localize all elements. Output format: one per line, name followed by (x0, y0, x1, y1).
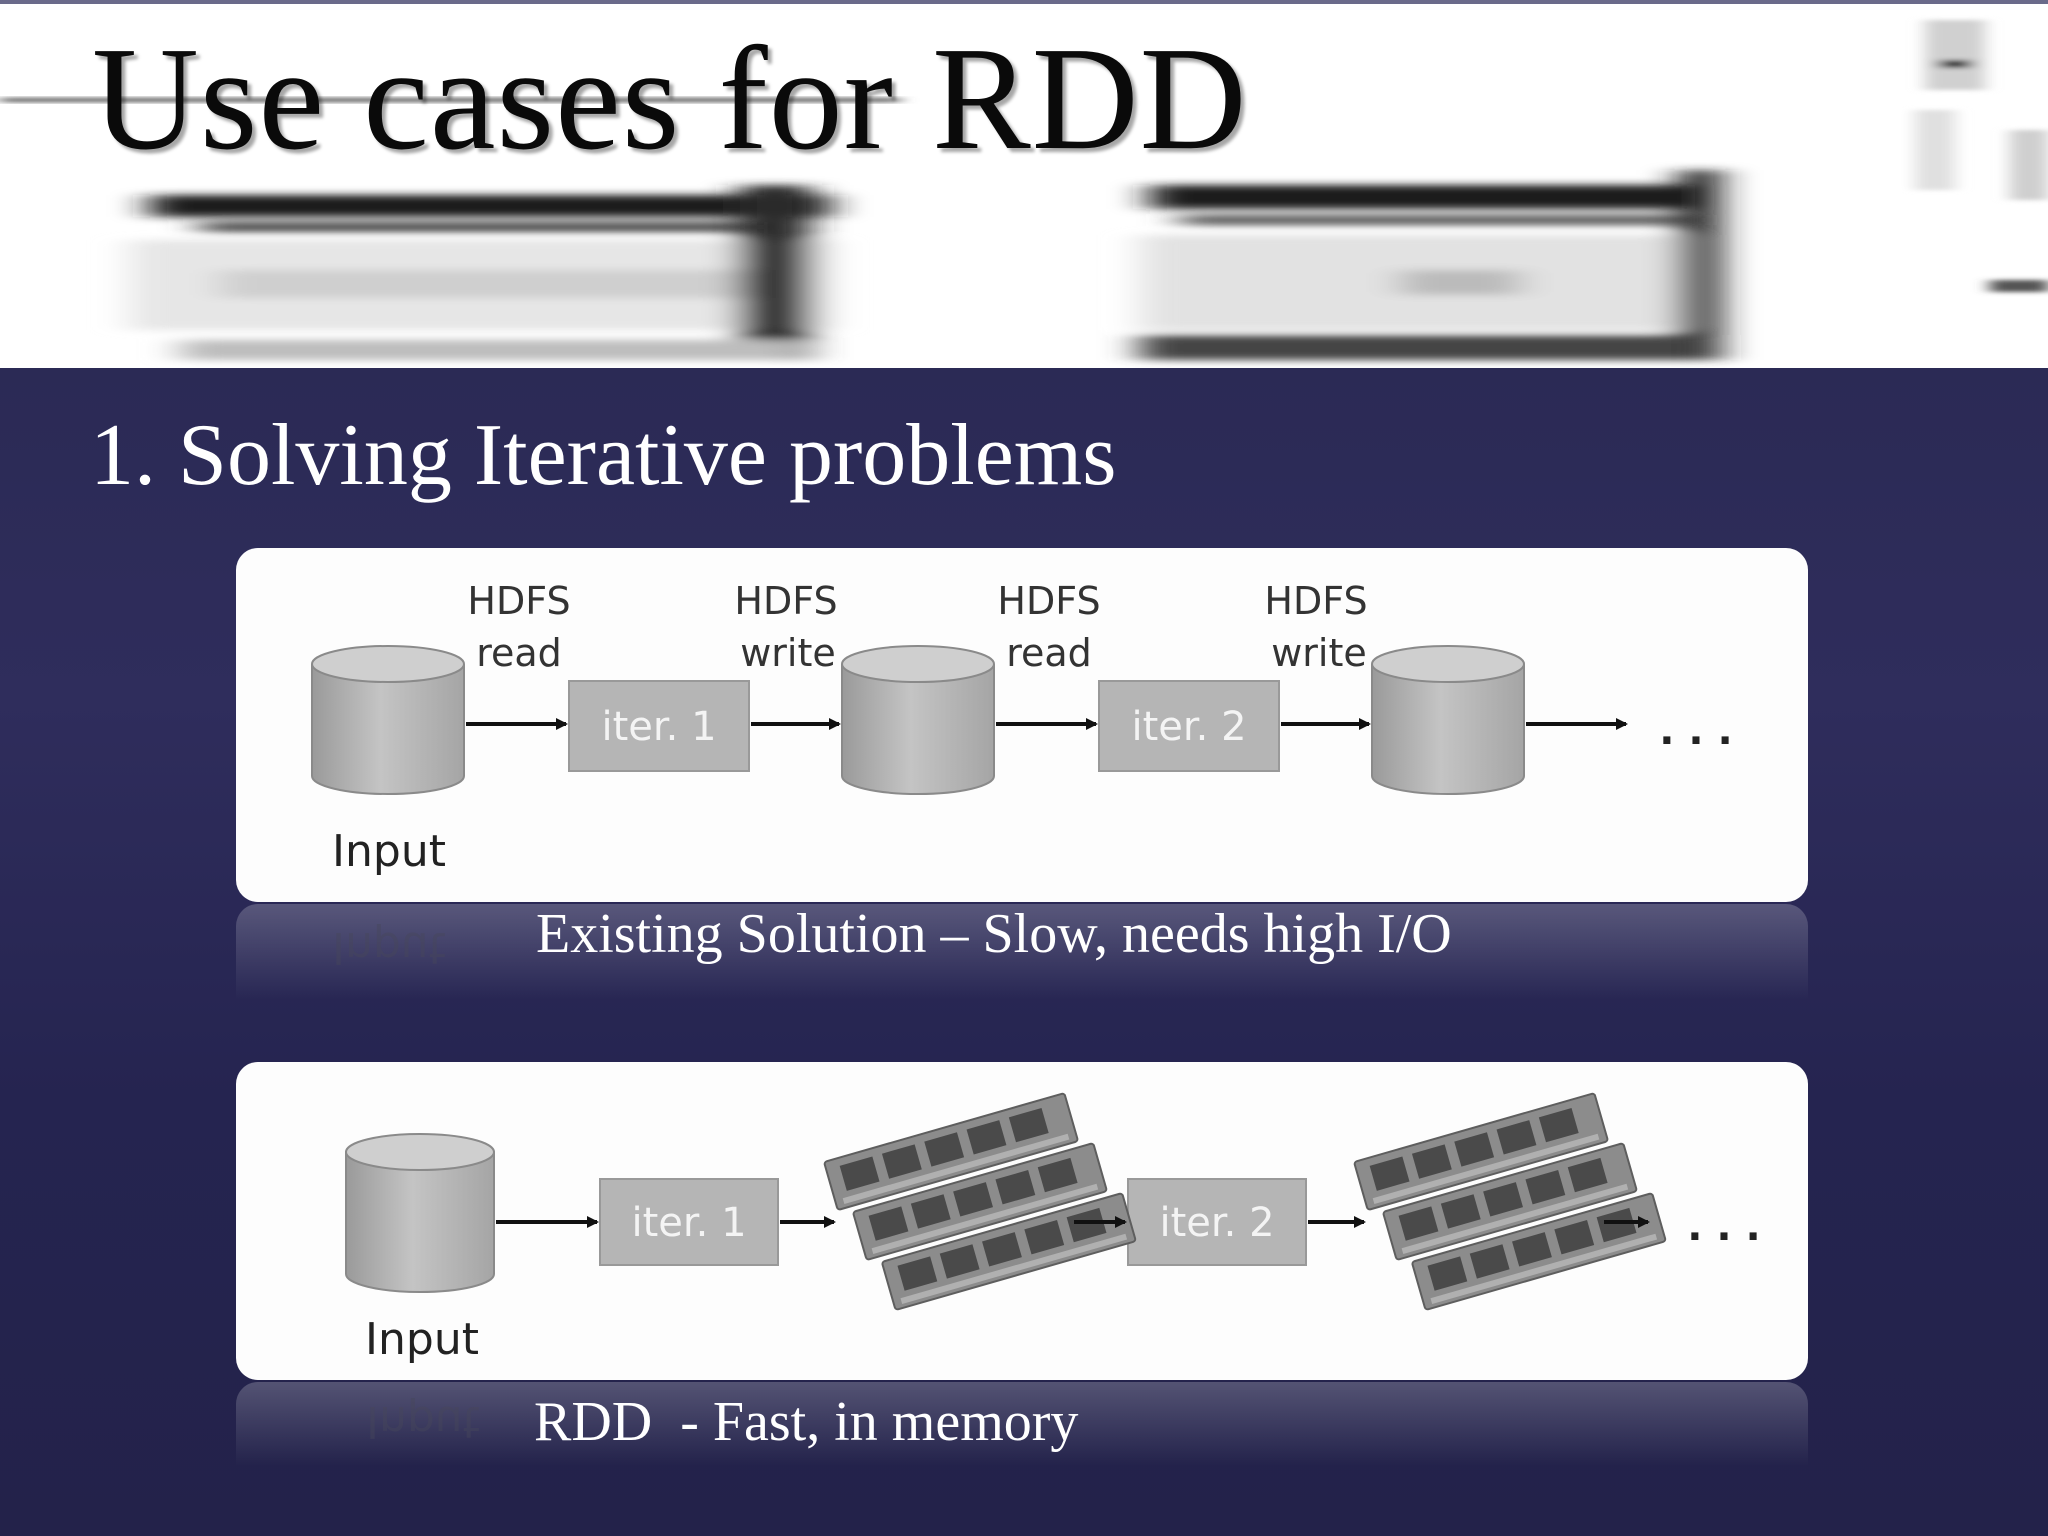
hdfs-read-2-label: HDFS (997, 579, 1100, 623)
existing-solution-diagram: iter. 1 iter. 2 . . . HDFS read HDFS wri… (236, 548, 1808, 902)
bottom-panel-reflection: Input (236, 1382, 1808, 1466)
hdfs-read-1-sub: read (476, 631, 562, 675)
rdd-caption: RDD - Fast, in memory (534, 1391, 1079, 1453)
iter-1-box (568, 680, 750, 772)
database-cylinder-icon (311, 645, 465, 795)
input-label-reflection: Input (332, 922, 446, 973)
hdfs-write-2-label: HDFS (1264, 579, 1367, 623)
database-cylinder-icon (1371, 645, 1525, 795)
iter-2-box (1127, 1178, 1307, 1266)
existing-solution-caption: Existing Solution – Slow, needs high I/O (536, 903, 1452, 965)
ellipsis: . . . (1659, 708, 1732, 754)
slide-title: Use cases for RDD (92, 17, 1248, 181)
header-streak-art (0, 20, 2048, 360)
memory-module-icon (1353, 1092, 1667, 1312)
memory-module-icon (823, 1092, 1137, 1312)
input-label-reflection: Input (366, 1396, 480, 1447)
hdfs-write-1-sub: write (740, 631, 836, 675)
hdfs-write-2-sub: write (1271, 631, 1367, 675)
iter-2-box (1098, 680, 1280, 772)
database-cylinder-icon (345, 1133, 495, 1293)
iter-1-box (599, 1178, 779, 1266)
top-panel-reflection: Input (236, 904, 1808, 1000)
iter-1-label: iter. 1 (631, 1200, 746, 1246)
header-top-line (0, 0, 2048, 4)
input-label: Input (365, 1314, 479, 1365)
database-cylinder-icon (841, 645, 995, 795)
iter-2-label: iter. 2 (1131, 704, 1246, 750)
ellipsis: . . . (1687, 1204, 1760, 1250)
iter-2-label: iter. 2 (1159, 1200, 1274, 1246)
input-label: Input (332, 826, 446, 877)
header-band: Use cases for RDD (0, 0, 2048, 368)
hdfs-read-1-label: HDFS (467, 579, 570, 623)
hdfs-write-1-label: HDFS (734, 579, 837, 623)
iter-1-label: iter. 1 (601, 704, 716, 750)
hdfs-read-2-sub: read (1006, 631, 1092, 675)
slide-subtitle: 1. Solving Iterative problems (90, 407, 1117, 504)
rdd-diagram: iter. 1 iter. 2 . . . Input (236, 1062, 1808, 1380)
